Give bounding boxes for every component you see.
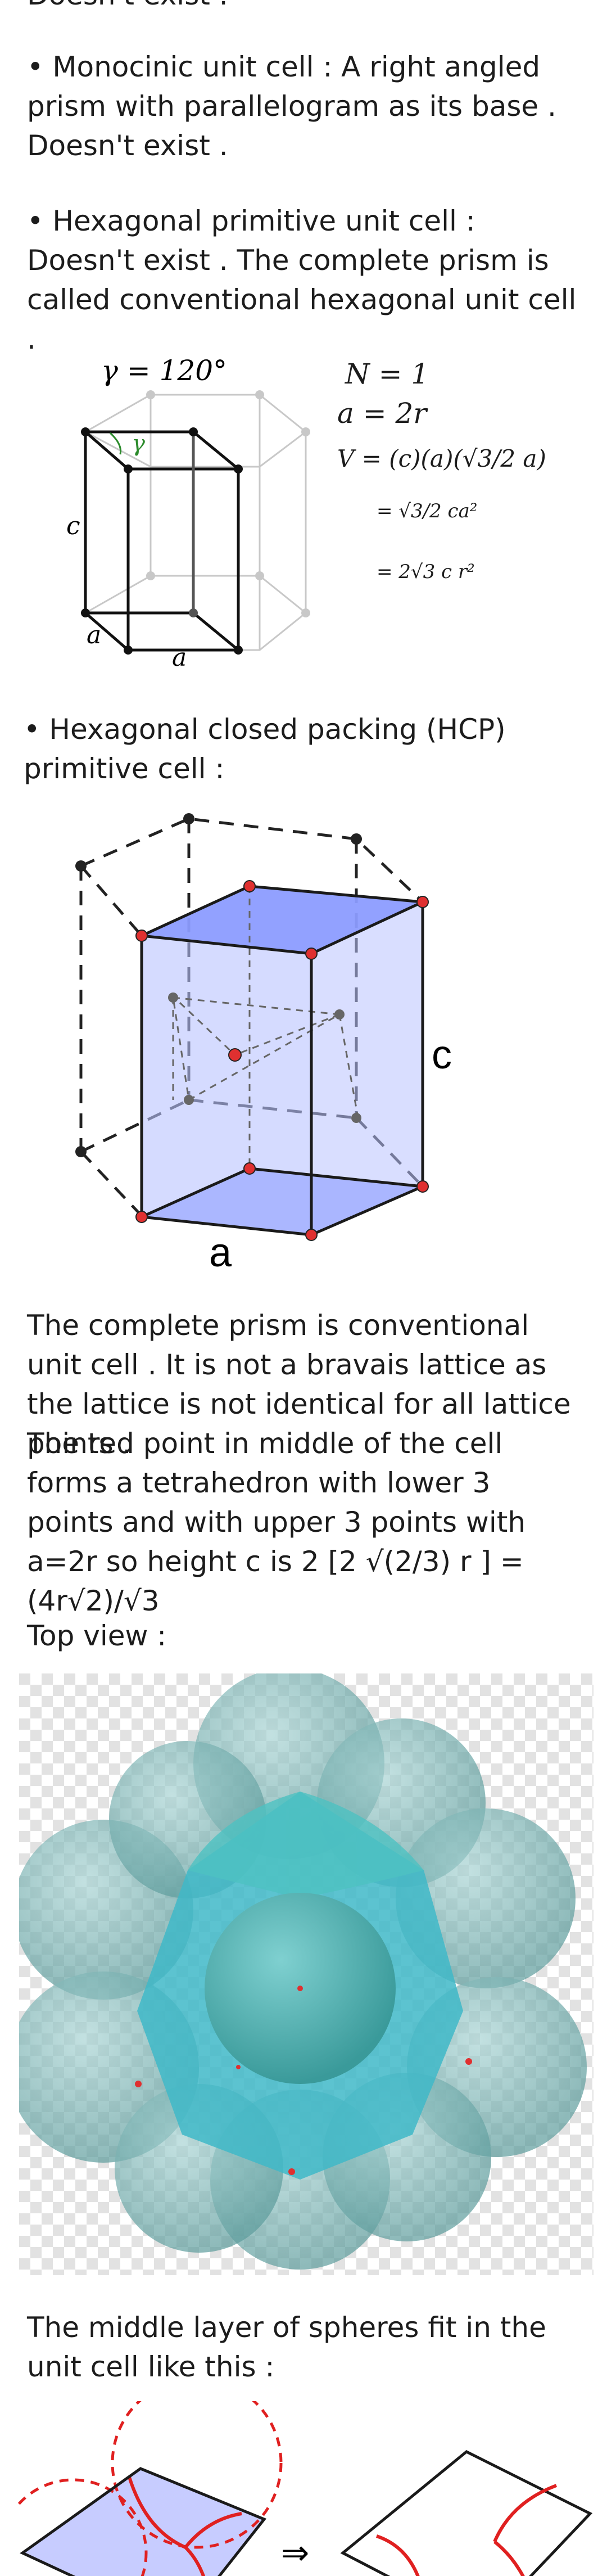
note-n: N = 1 (345, 358, 429, 390)
hcp-a-label: a (209, 1230, 232, 1271)
c-label: c (66, 512, 80, 540)
paragraph-top-cut: Doesn't exist . (27, 0, 583, 15)
hexagonal-prism-figure: γ = 120° γ c a a (66, 354, 315, 670)
gamma-angle-label: γ = 120° (101, 354, 227, 387)
middle-layer-figure: ⇒ (17, 2401, 593, 2576)
paragraph-tetrahedron-height: The red point in middle of the cell form… (27, 1427, 526, 1617)
a-left-label: a (87, 621, 101, 649)
paragraph-monoclinic: • Monocinic unit cell : A right angled p… (27, 51, 556, 162)
gamma-symbol: γ (132, 431, 145, 457)
paragraph-conventional-cell: The complete prism is conventional unit … (27, 1309, 571, 1460)
hcp-cell-figure: c a (75, 813, 452, 1271)
hcp-c-label: c (432, 1032, 452, 1077)
note-a: a = 2r (337, 397, 428, 430)
paragraph-hex-primitive: • Hexagonal primitive unit cell : Doesn'… (27, 205, 577, 355)
paragraph-top-view: Top view : (27, 1619, 167, 1652)
note-v3: = 2√3 c r² (377, 561, 475, 583)
paragraph-middle-layer: The middle layer of spheres fit in the u… (27, 2311, 546, 2383)
implies-arrow: ⇒ (281, 2533, 309, 2573)
note-v2: = √3/2 ca² (377, 500, 477, 522)
paragraph-hcp-heading: • Hexagonal closed packing (HCP) primiti… (24, 713, 506, 785)
note-v: V = (c)(a)(√3/2 a) (337, 445, 546, 472)
a-bottom-label: a (172, 643, 187, 670)
handwritten-volume-notes: N = 1 a = 2r V = (c)(a)(√3/2 a) = √3/2 c… (337, 358, 546, 583)
hcp-top-view-figure (19, 1673, 594, 2275)
